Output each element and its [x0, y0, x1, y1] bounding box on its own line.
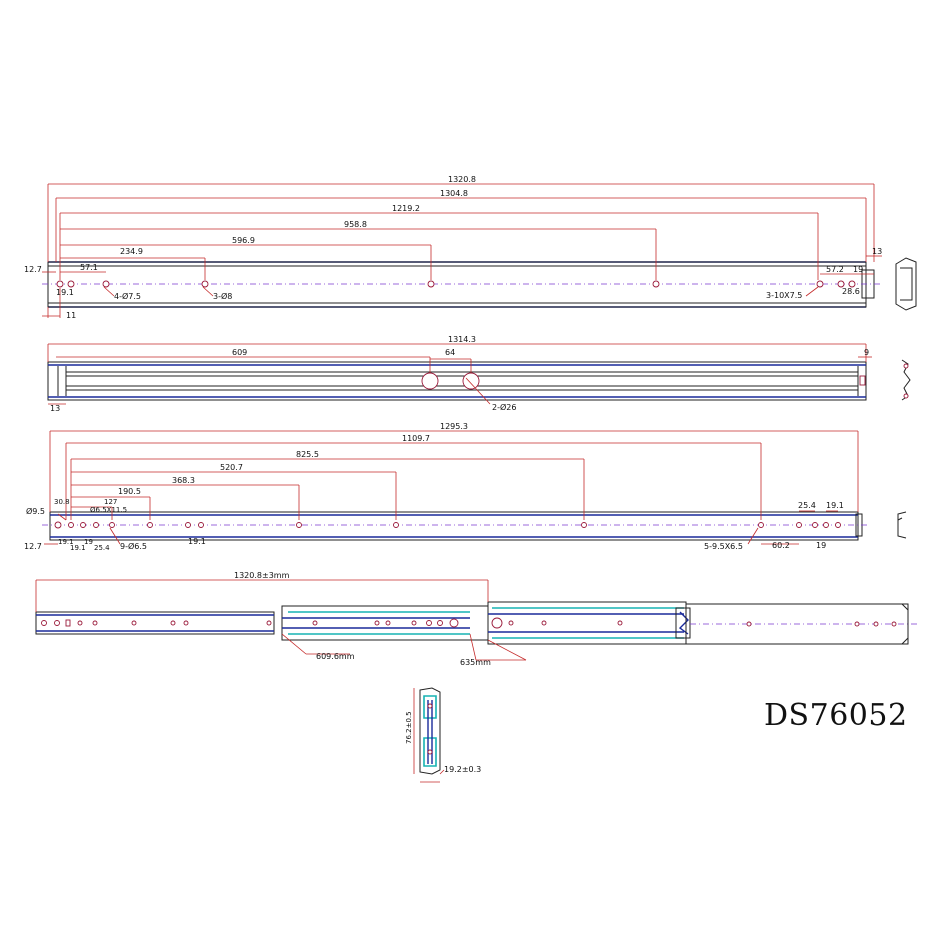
view-1-outer-member: 1320.8 1304.8 1219.2 958.8 596.9 234.9 1…: [24, 175, 917, 320]
dim-64: 64: [445, 348, 455, 357]
dim-19-b: 19: [816, 541, 826, 550]
dim-3-slots-10x7-5: 3-10X7.5: [766, 291, 802, 300]
dim-12-7: 12.7: [24, 542, 42, 551]
dim-368-3: 368.3: [172, 476, 195, 485]
dim-57-1: 57.1: [80, 263, 98, 272]
view-2-intermediate-member: 1314.3 609 64 9 13 2-Ø26: [47, 335, 911, 413]
dim-19-2-tol-0-3: 19.2±0.3: [444, 765, 481, 774]
dim-596-9: 596.9: [232, 236, 255, 245]
dim-234-9: 234.9: [120, 247, 143, 256]
dim-hole-9-5: Ø9.5: [26, 506, 45, 516]
dim-9: 9: [864, 348, 869, 357]
dim-1320-8: 1320.8: [448, 175, 476, 184]
dim-25-4-a: 25.4: [94, 544, 110, 552]
view-3-inner-member: 1295.3 1109.7 825.5 520.7 368.3 190.5 12…: [24, 422, 907, 552]
dim-19-1-c: 19.1: [188, 537, 206, 546]
dim-13: 13: [872, 247, 882, 256]
dim-28-6: 28.6: [842, 287, 860, 296]
dim-1109-7: 1109.7: [402, 434, 430, 443]
dim-1314-3: 1314.3: [448, 335, 476, 344]
dim-25-4: 25.4: [798, 501, 816, 510]
dim-5-slots-9-5x6-5: 5-9.5X6.5: [704, 542, 743, 551]
dim-1219-2: 1219.2: [392, 204, 420, 213]
dim-3-holes-8: 3-Ø8: [213, 291, 232, 301]
dim-1304-8: 1304.8: [440, 189, 468, 198]
dim-635mm: 635mm: [460, 658, 491, 667]
dim-958-8: 958.8: [344, 220, 367, 229]
cross-section-view: 76.2±0.5 19.2±0.3: [405, 687, 481, 783]
dim-19: 19: [853, 265, 863, 274]
dim-11: 11: [66, 311, 76, 320]
dim-12-7: 12.7: [24, 265, 42, 274]
dim-60-2: 60.2: [772, 541, 790, 550]
dim-609: 609: [232, 348, 247, 357]
dim-slot-6-5x11-5: Ø6.5X11.5: [90, 506, 127, 514]
dim-19-1: 19.1: [826, 501, 844, 510]
dim-19-a: 19: [84, 538, 93, 546]
dim-57-2: 57.2: [826, 265, 844, 274]
dim-825-5: 825.5: [296, 450, 319, 459]
dim-127: 127: [104, 498, 117, 506]
dim-76-2-tol-0-5: 76.2±0.5: [405, 711, 413, 744]
dim-2-holes-26: 2-Ø26: [492, 402, 516, 412]
dim-1295-3: 1295.3: [440, 422, 468, 431]
dim-30-8: 30.8: [54, 498, 70, 506]
view-4-assembly-extended: 1320.8±3mm 609.6mm 635mm: [35, 571, 920, 667]
dim-19-1-a: 19.1: [58, 538, 74, 546]
dim-9-holes-6-5: 9-Ø6.5: [120, 541, 147, 551]
dim-1320-8-tol-3mm: 1320.8±3mm: [234, 571, 290, 580]
dim-13: 13: [50, 404, 60, 413]
dim-19-1: 19.1: [56, 288, 74, 297]
dim-609-6mm: 609.6mm: [316, 652, 355, 661]
model-code: DS76052: [764, 698, 908, 733]
dim-190-5: 190.5: [118, 487, 141, 496]
dim-520-7: 520.7: [220, 463, 243, 472]
dim-4-holes-7-5: 4-Ø7.5: [114, 291, 141, 301]
dim-19-1-b: 19.1: [70, 544, 86, 552]
